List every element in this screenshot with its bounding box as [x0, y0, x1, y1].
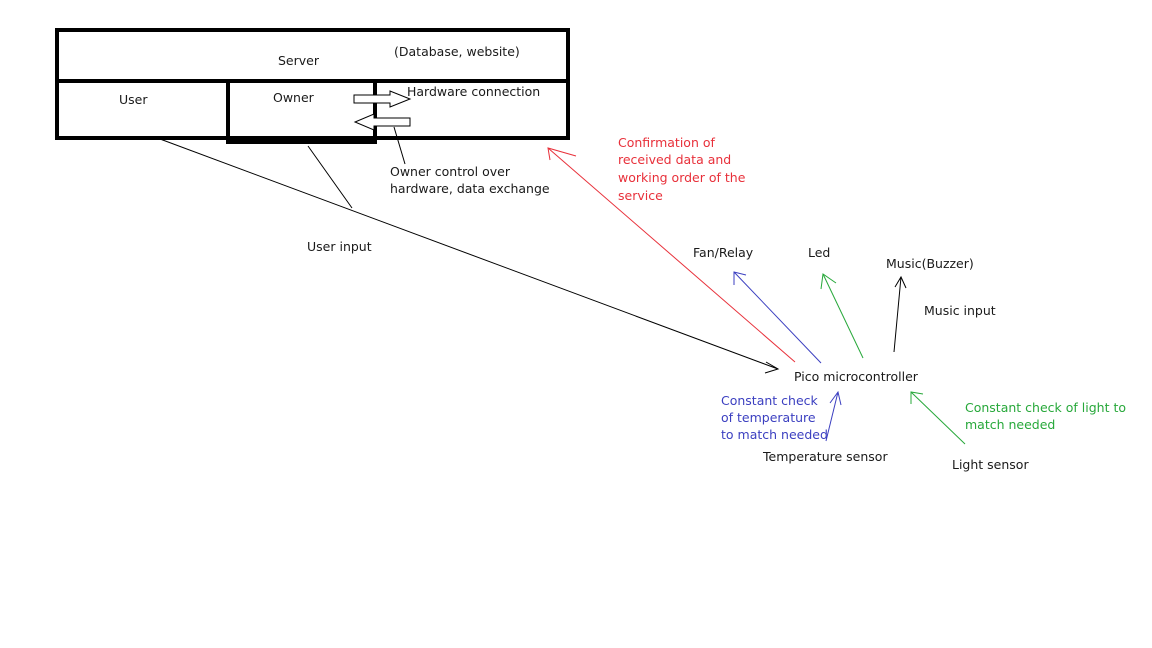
light-sensor-label: Light sensor	[952, 457, 1029, 472]
music-input-label: Music input	[924, 303, 996, 318]
led-label: Led	[808, 245, 830, 260]
confirmation-arrow	[547, 147, 796, 363]
confirmation-label: Confirmation of received data and workin…	[618, 135, 749, 203]
owner-control-pointer	[393, 126, 406, 165]
user-input-label: User input	[307, 239, 372, 254]
fan-relay-label: Fan/Relay	[693, 245, 754, 260]
hardware-arrow-left	[353, 113, 411, 131]
fan-arrow	[733, 271, 822, 364]
server-subtitle: (Database, website)	[394, 44, 520, 59]
server-box	[55, 28, 570, 144]
owner-cell-label: Owner	[273, 90, 315, 105]
user-input-pointer	[307, 145, 353, 209]
server-title: Server	[278, 53, 320, 68]
led-arrow	[820, 273, 864, 359]
user-cell-label: User	[119, 92, 148, 107]
temperature-check-label: Constant check of temperature to match n…	[721, 393, 828, 442]
temperature-arrow	[825, 390, 842, 442]
owner-control-label: Owner control over hardware, data exchan…	[390, 164, 550, 196]
user-input-arrow	[159, 138, 780, 374]
pico-label: Pico microcontroller	[794, 369, 919, 384]
light-arrow	[910, 391, 966, 445]
hardware-connection-label: Hardware connection	[407, 84, 540, 99]
hardware-arrow-right	[353, 90, 412, 108]
music-buzzer-label: Music(Buzzer)	[886, 256, 974, 271]
light-check-label: Constant check of light to match needed	[965, 400, 1130, 432]
temperature-sensor-label: Temperature sensor	[762, 449, 888, 464]
music-arrow	[893, 275, 907, 353]
